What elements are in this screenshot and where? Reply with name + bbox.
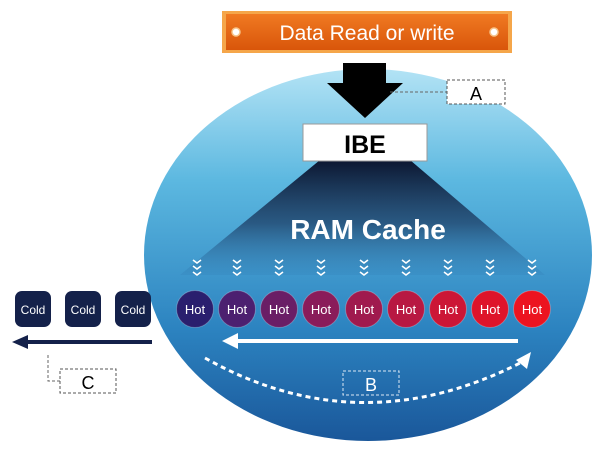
chevron-down-icon (192, 259, 202, 276)
hot-item: Hot (471, 290, 509, 328)
hot-item-circle (513, 290, 551, 328)
cold-item: Cold (15, 291, 51, 327)
promotion-arrow-head-icon (516, 352, 531, 369)
ibe-label: IBE (344, 131, 386, 159)
chevron-down-icon (316, 259, 326, 276)
hot-item-label: Hot (227, 302, 248, 317)
cold-item-label: Cold (121, 303, 146, 317)
hot-item: Hot (260, 290, 298, 328)
chevron-down-icon (359, 259, 369, 276)
hot-item-label: Hot (522, 302, 543, 317)
ram-cache-label: RAM Cache (290, 214, 446, 245)
hot-item-circle (218, 290, 256, 328)
cold-item-label: Cold (71, 303, 96, 317)
data-read-write-banner: Data Read or write (222, 11, 512, 53)
callout-a-box (446, 79, 506, 105)
chevron-column-group (192, 259, 537, 276)
hot-items-group: Hot Hot Hot Hot Hot Hot Hot Hot Hot (176, 290, 551, 328)
banner-dot-right-icon (489, 27, 499, 37)
chevron-down-icon (527, 259, 537, 276)
hot-item-circle (176, 290, 214, 328)
eviction-arrow-head-icon (222, 333, 238, 349)
promotion-curve (204, 356, 523, 404)
chevron-down-icon (274, 259, 284, 276)
callout-c-label: C (82, 373, 95, 393)
hot-item-label: Hot (438, 302, 459, 317)
chevron-down-icon (443, 259, 453, 276)
chevron-down-icon (232, 259, 242, 276)
hot-item-circle (387, 290, 425, 328)
hot-item-label: Hot (396, 302, 417, 317)
hot-item: Hot (345, 290, 383, 328)
hot-item-label: Hot (185, 302, 206, 317)
callout-c-box (59, 368, 117, 394)
hot-item-circle (429, 290, 467, 328)
cold-items-group: Cold Cold Cold (15, 291, 151, 327)
chevron-down-icon (485, 259, 495, 276)
hot-item-label: Hot (269, 302, 290, 317)
hot-item-label: Hot (480, 302, 501, 317)
cold-item-label: Cold (21, 303, 46, 317)
hot-item: Hot (513, 290, 551, 328)
hot-item-label: Hot (354, 302, 375, 317)
cold-item: Cold (115, 291, 151, 327)
callout-b-box (342, 370, 400, 396)
ibe-beam (180, 160, 545, 275)
hot-item-circle (260, 290, 298, 328)
banner-dot-left-icon (231, 27, 241, 37)
callout-b-label: B (365, 375, 377, 395)
cold-item-box (115, 291, 151, 327)
cold-arrow-head-icon (12, 335, 28, 349)
down-arrow-icon (327, 63, 403, 118)
hot-item: Hot (429, 290, 467, 328)
hot-item: Hot (176, 290, 214, 328)
hot-item-circle (471, 290, 509, 328)
cold-item: Cold (65, 291, 101, 327)
hot-item: Hot (387, 290, 425, 328)
ibe-box (302, 123, 428, 162)
cold-item-box (15, 291, 51, 327)
hot-item-circle (345, 290, 383, 328)
callout-a-label: A (470, 84, 482, 104)
callout-c-leader (47, 355, 60, 382)
chevron-down-icon (401, 259, 411, 276)
hot-item-label: Hot (311, 302, 332, 317)
hot-item: Hot (302, 290, 340, 328)
hot-item: Hot (218, 290, 256, 328)
cold-item-box (65, 291, 101, 327)
hot-item-circle (302, 290, 340, 328)
banner-label: Data Read or write (279, 22, 454, 45)
